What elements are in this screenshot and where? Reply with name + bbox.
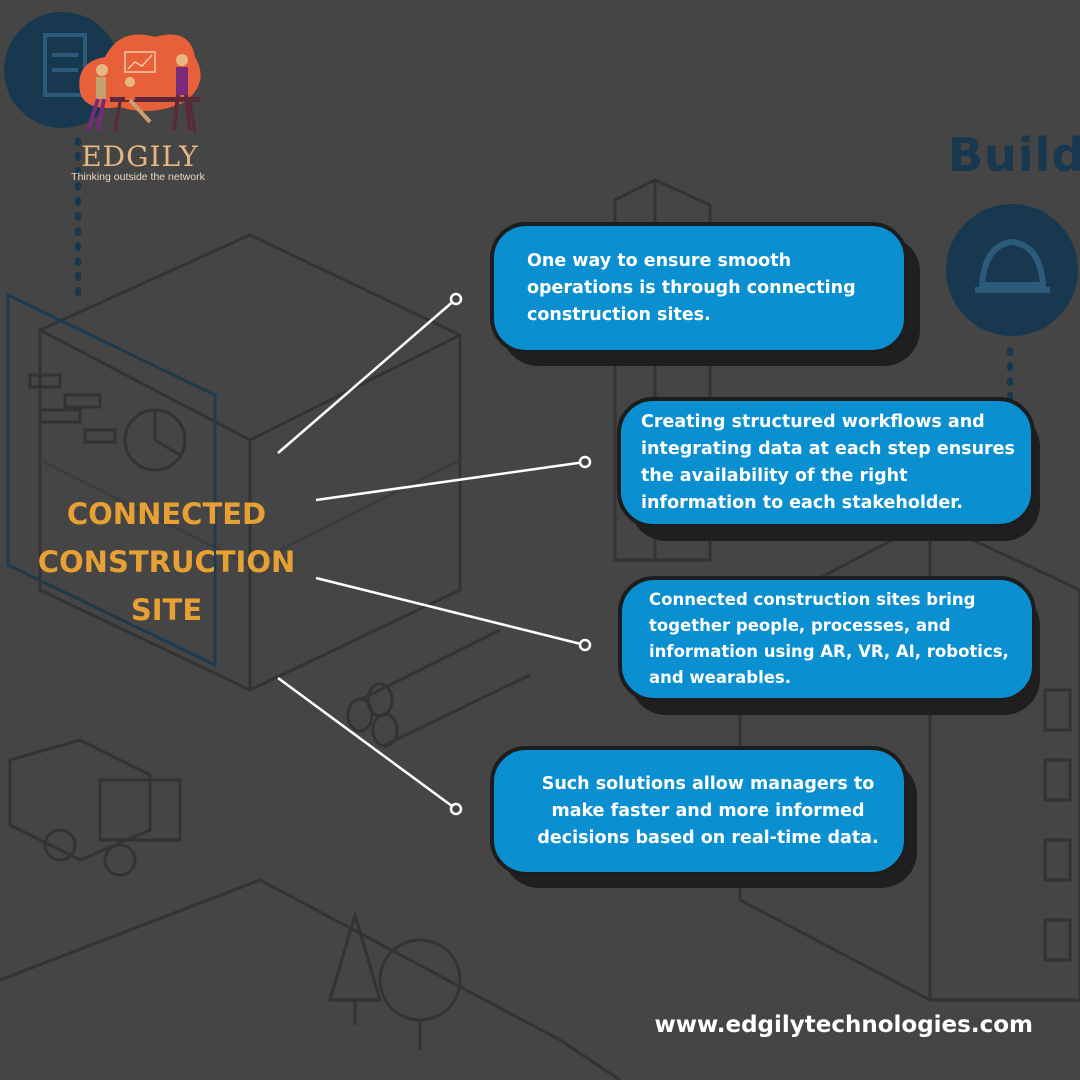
card-text: One way to ensure smooth operations is t… (527, 250, 856, 325)
brand-tagline: Thinking outside the network (71, 171, 205, 183)
connector-dot (578, 638, 592, 652)
card-text: Such solutions allow managers to make fa… (537, 773, 879, 848)
connector-dot (449, 292, 463, 306)
connector-dot (578, 455, 592, 469)
card-text: Creating structured workflows and integr… (641, 411, 1015, 513)
headline: CONNECTED CONSTRUCTION SITE (14, 490, 319, 634)
info-card: Such solutions allow managers to make fa… (490, 746, 908, 876)
partial-heading: Build (948, 128, 1080, 182)
connector-dot (449, 802, 463, 816)
connector-lines (277, 298, 586, 811)
info-card: Creating structured workflows and integr… (617, 397, 1035, 528)
team-working-illustration-icon (79, 34, 201, 133)
info-card: Connected construction sites bring toget… (618, 576, 1036, 702)
hard-hat-icon (946, 204, 1078, 336)
brand-name: EDGILY (81, 140, 199, 173)
card-text: Connected construction sites bring toget… (649, 590, 1009, 687)
headline-line: CONSTRUCTION (37, 545, 296, 579)
info-card: One way to ensure smooth operations is t… (490, 222, 908, 354)
headline-line: SITE (130, 593, 203, 627)
website-url[interactable]: www.edgilytechnologies.com (654, 1012, 1033, 1038)
headline-line: CONNECTED (66, 497, 267, 531)
